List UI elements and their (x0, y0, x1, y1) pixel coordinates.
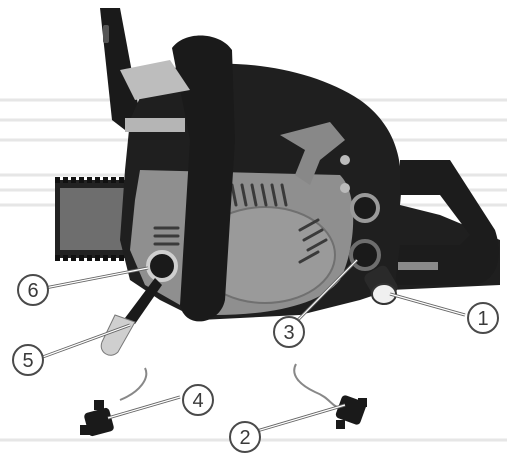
front-handle-inner (120, 60, 190, 100)
starter-grip (280, 122, 350, 193)
callout-5-label: 5 (22, 350, 33, 372)
callout-6: 6 (17, 274, 49, 306)
trigger-lock (398, 262, 438, 270)
chain-brake-guard (100, 8, 140, 130)
part-4-plug (80, 367, 148, 437)
callout-4: 4 (182, 384, 214, 416)
cap-lower (349, 239, 381, 271)
callout-5: 5 (12, 344, 44, 376)
part-1-fitting (364, 265, 398, 305)
callout-6-label: 6 (27, 280, 38, 302)
callout-2: 2 (229, 421, 261, 453)
callout-1: 1 (467, 302, 499, 334)
handle-bracket (125, 118, 185, 132)
callout-3-label: 3 (283, 322, 294, 344)
front-handle (172, 35, 235, 322)
callout-1-label: 1 (477, 308, 488, 330)
callout-2-label: 2 (239, 427, 250, 449)
part-2-plug (293, 363, 367, 429)
leader-lines (39, 258, 466, 435)
callout-4-label: 4 (192, 390, 203, 412)
rear-handle (395, 160, 499, 285)
callout-3: 3 (273, 316, 305, 348)
cap-upper (350, 193, 380, 223)
cooling-slots (153, 183, 328, 264)
